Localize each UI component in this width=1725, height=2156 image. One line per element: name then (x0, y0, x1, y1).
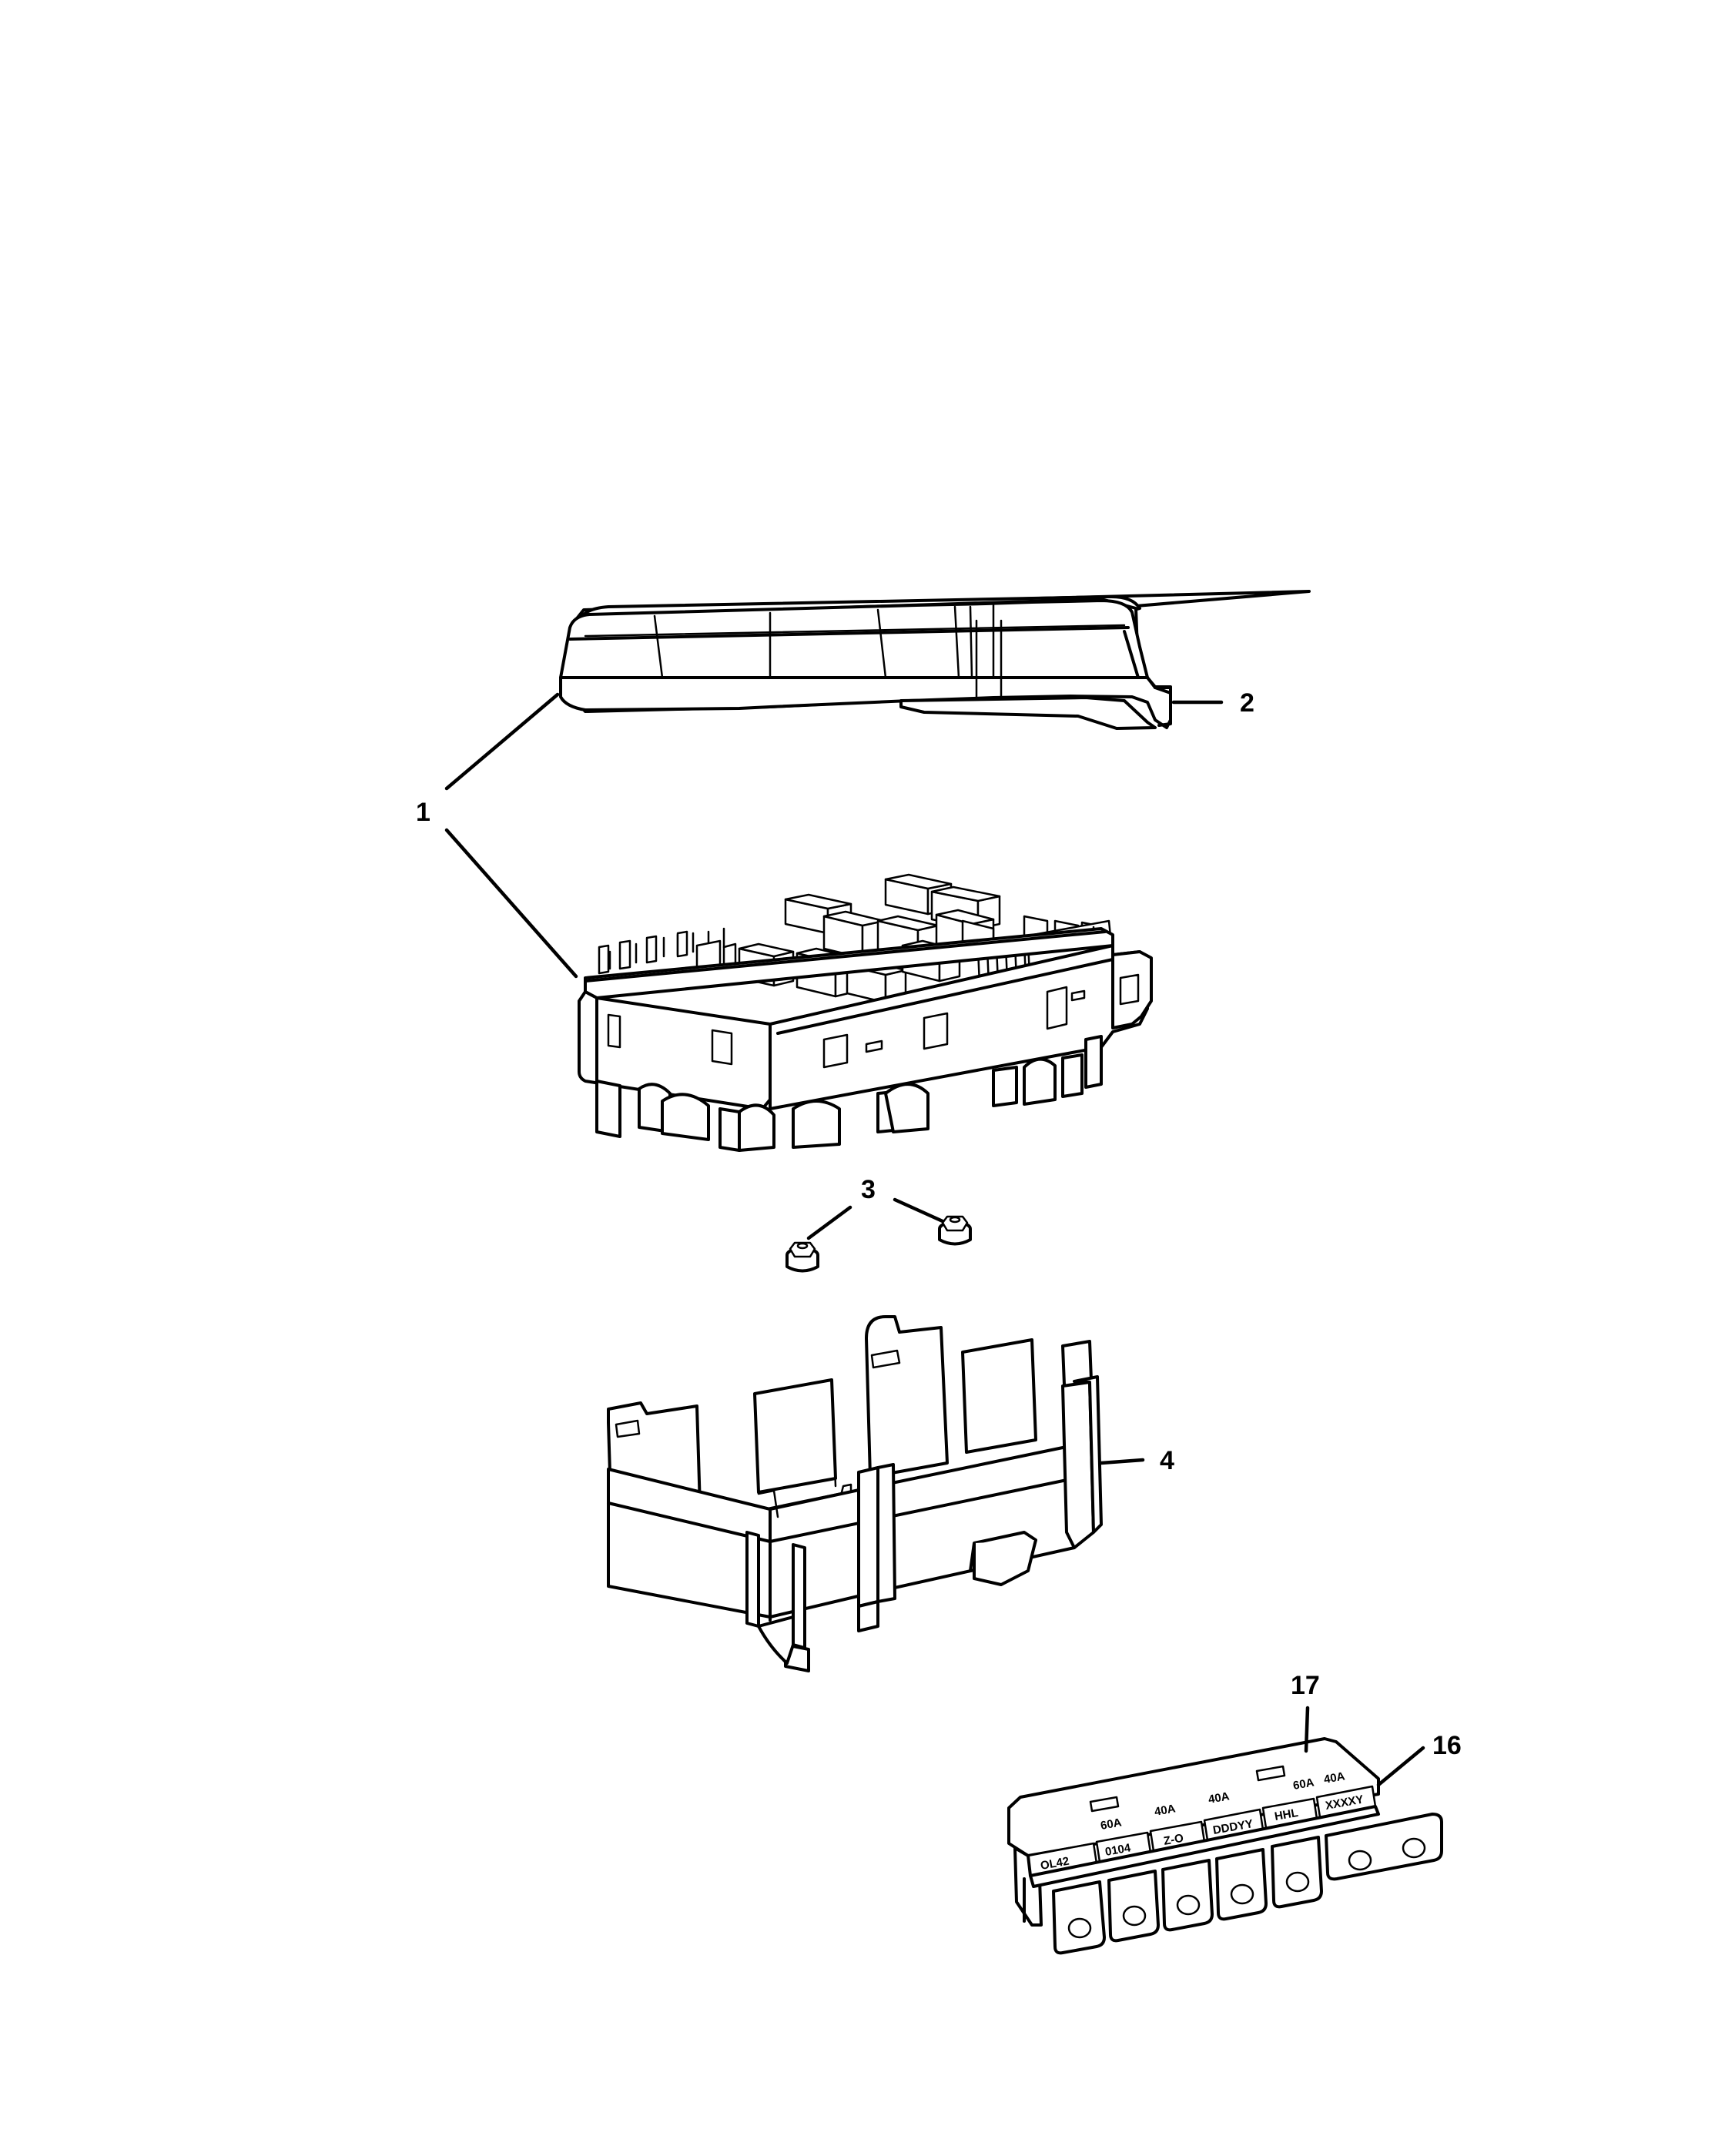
svg-text:40A: 40A (1154, 1802, 1177, 1819)
cover (559, 590, 1311, 730)
terminal-tabs (1052, 1813, 1443, 1955)
svg-text:40A: 40A (1208, 1789, 1231, 1806)
nut (785, 1241, 819, 1273)
svg-text:60A: 60A (1100, 1816, 1123, 1833)
fuse-label: 0104 (1104, 1841, 1132, 1859)
callout-2: 2 (1240, 688, 1254, 718)
callout-4: 4 (1160, 1446, 1174, 1475)
fuse-strip: 40A 40A 60A 60A 40A OL42 0104 Z-O DDDYY … (1007, 1737, 1443, 1955)
svg-text:40A: 40A (1323, 1769, 1346, 1786)
callout-3: 3 (861, 1175, 876, 1204)
callout-16: 16 (1432, 1731, 1462, 1760)
fuse-label: Z-O (1163, 1832, 1185, 1848)
bracket-tray (607, 1315, 1103, 1672)
nut (938, 1215, 972, 1246)
leader-lines (444, 692, 1425, 1787)
fuse-box (578, 873, 1153, 1152)
callout-1: 1 (416, 798, 430, 827)
svg-text:60A: 60A (1292, 1776, 1315, 1793)
callout-17: 17 (1291, 1671, 1320, 1700)
fuse-label: HHL (1274, 1806, 1299, 1823)
callouts: 1 2 3 4 17 16 (416, 688, 1462, 1760)
